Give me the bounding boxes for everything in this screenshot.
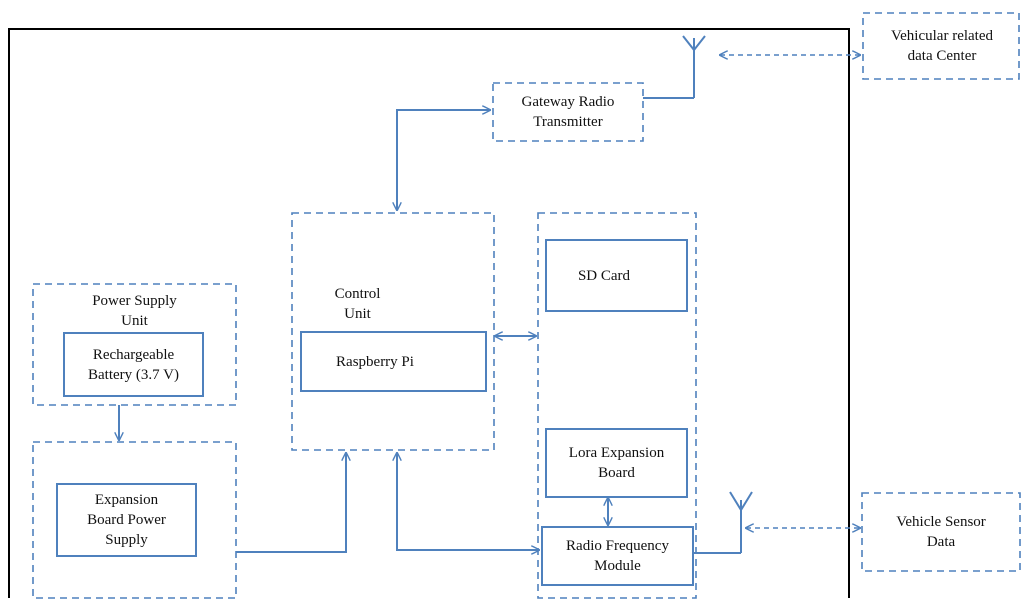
raspberry-pi-label: Raspberry Pi	[336, 353, 414, 370]
rechargeable-battery-label: Rechargeable Battery (3.7 V)	[88, 346, 179, 383]
lora-expansion-board-label: Lora Expansion Board	[568, 445, 665, 481]
power-supply-unit-label: Power Supply Unit	[92, 293, 177, 329]
sd-card-label: SD Card	[577, 267, 631, 284]
radio-frequency-module-label: Radio Frequency Module	[566, 538, 669, 574]
control-unit-label: Control Unit	[334, 286, 381, 322]
storage-radio-container	[537, 212, 697, 599]
gateway-radio-transmitter-box	[492, 82, 644, 142]
raspberry-pi-box	[300, 331, 487, 392]
vehicle-sensor-data-box	[861, 492, 1021, 572]
rechargeable-battery-box	[63, 332, 204, 397]
gateway-radio-transmitter-label: Gateway Radio Transmitter	[521, 94, 615, 130]
expansion-board-power-supply-label: Expansion Board Power Supply	[87, 492, 166, 548]
rf-antenna	[729, 491, 753, 553]
control-unit-gateway-arrow	[397, 110, 490, 210]
control-unit-rf-module-arrow	[397, 453, 539, 550]
vehicular-data-center-label: Vehicular related data Center	[890, 28, 994, 64]
sd-card-box	[545, 239, 688, 312]
expansion-board-container	[32, 441, 237, 599]
vehicle-sensor-data-label: Vehicle Sensor Data	[896, 514, 986, 550]
vehicular-data-center-box	[862, 12, 1020, 80]
control-unit-container	[291, 212, 495, 451]
system-frame	[8, 28, 850, 598]
power-supply-unit-container	[32, 283, 237, 406]
gateway-antenna	[682, 35, 706, 98]
expansion-to-control-unit-arrow	[236, 453, 346, 553]
expansion-board-power-supply-box	[56, 483, 197, 557]
radio-frequency-module-box	[541, 526, 694, 586]
lora-expansion-board-box	[545, 428, 688, 498]
